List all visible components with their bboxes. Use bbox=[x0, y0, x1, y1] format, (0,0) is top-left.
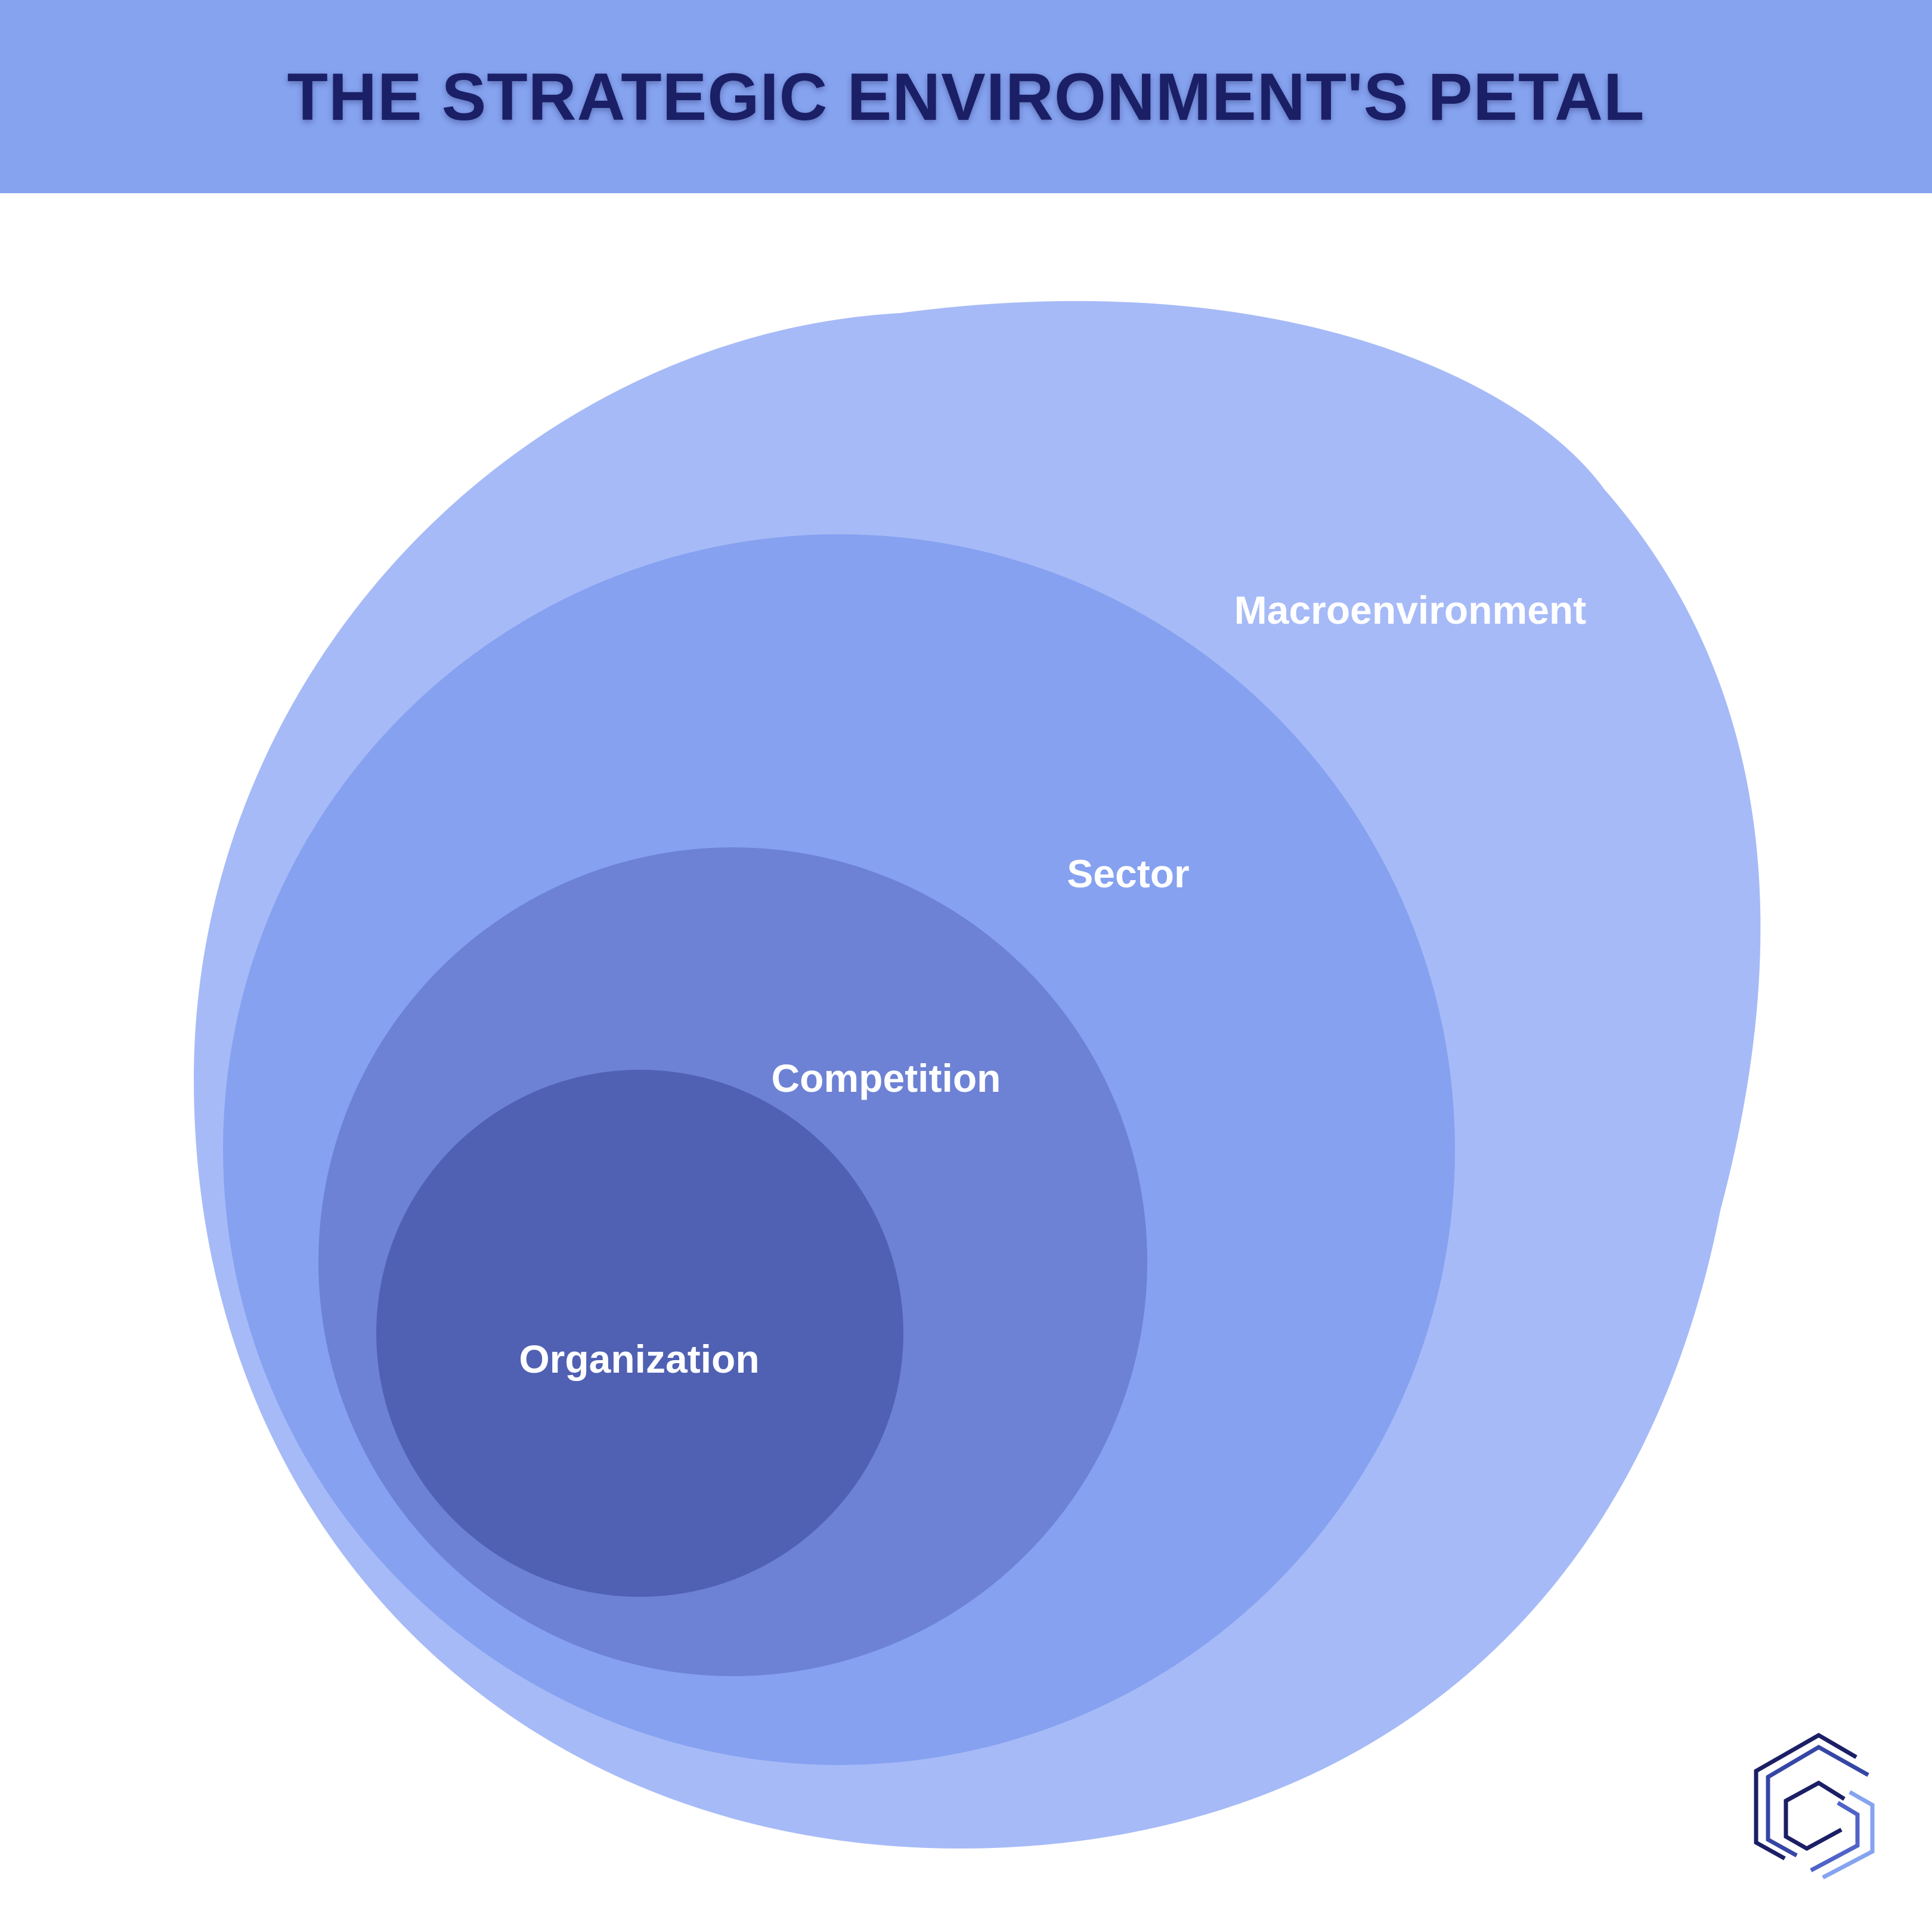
logo-right-stroke-b bbox=[1822, 1790, 1875, 1880]
layer-label-organization: Organization bbox=[519, 1337, 759, 1381]
layer-label-sector: Sector bbox=[1067, 852, 1189, 896]
header-banner: THE STRATEGIC ENVIRONMENT'S PETAL bbox=[0, 0, 1932, 193]
hexagon-logo-icon bbox=[1754, 1732, 1875, 1880]
logo-middle-stroke bbox=[1766, 1744, 1869, 1857]
logo-outer-stroke bbox=[1754, 1732, 1857, 1860]
page-title: THE STRATEGIC ENVIRONMENT'S PETAL bbox=[287, 59, 1645, 134]
logo-inner-stroke bbox=[1784, 1780, 1846, 1852]
layer-label-macroenvironment: Macroenvironment bbox=[1234, 588, 1586, 632]
logo-right-stroke-a bbox=[1810, 1801, 1860, 1872]
layer-organization-shape bbox=[376, 1070, 903, 1597]
layer-label-competition: Competition bbox=[772, 1056, 1001, 1100]
